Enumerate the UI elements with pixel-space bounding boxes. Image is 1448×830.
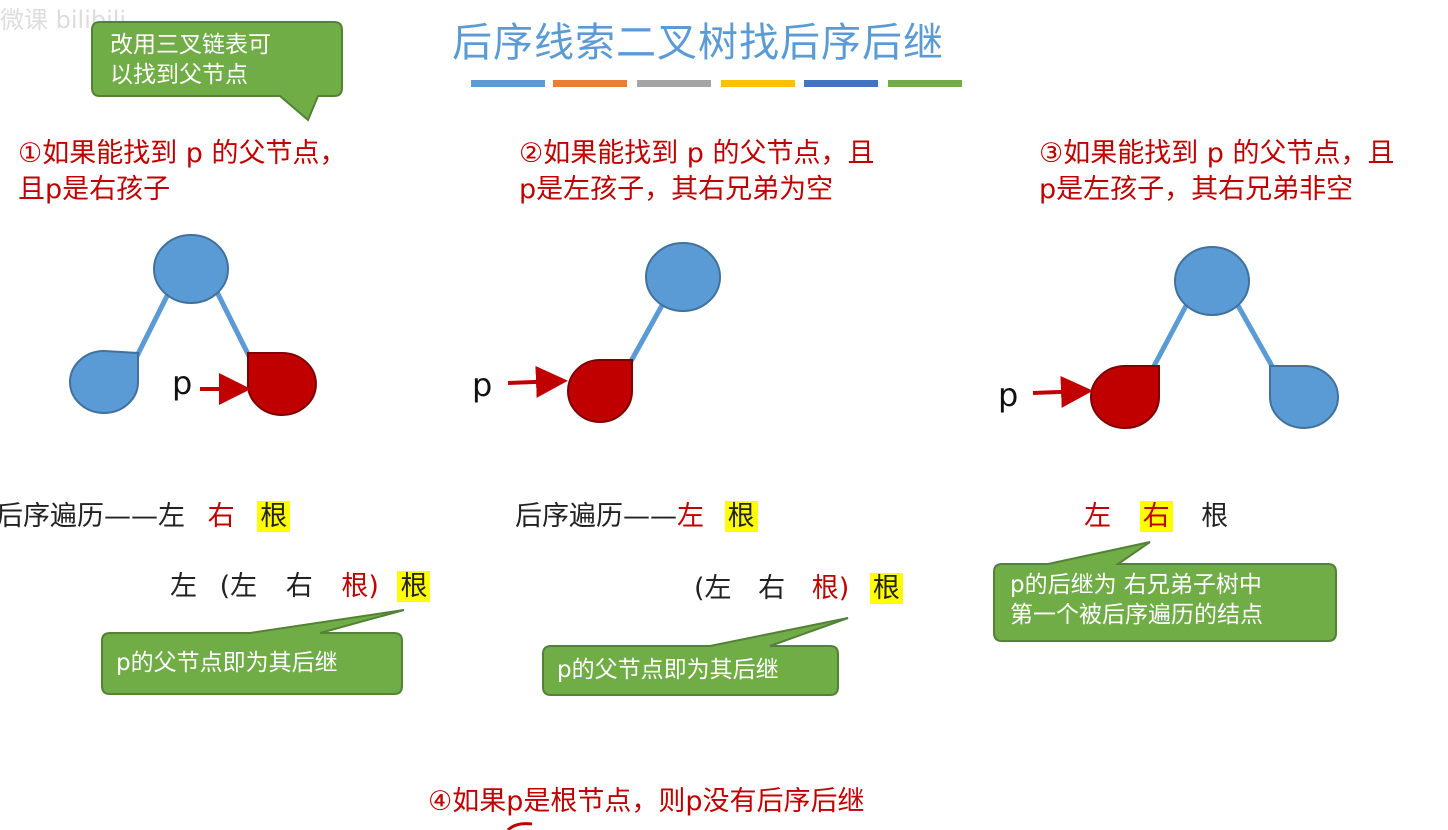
- case1-callout: p的父节点即为其后继: [116, 650, 338, 676]
- case3-seq-root: 根: [1201, 501, 1229, 532]
- case1-description: ①如果能找到 p 的父节点， 且p是右孩子: [18, 136, 347, 208]
- top-callout: 改用三叉链表可 以找到父节点: [110, 30, 271, 90]
- case3-seq-left: 左: [1084, 501, 1111, 532]
- case1-expand-left: 左: [170, 571, 197, 602]
- case1-tree: [69, 234, 317, 416]
- case3-line1: ③如果能找到 p 的父节点，且: [1039, 138, 1395, 169]
- divider-bar-orange: [553, 80, 627, 87]
- case2-expand-open: (左: [694, 573, 732, 604]
- top-callout-line2: 以找到父节点: [110, 62, 248, 88]
- case2-description: ②如果能找到 p 的父节点，且 p是左孩子，其右兄弟为空: [519, 136, 875, 208]
- case1-line1: ①如果能找到 p 的父节点，: [18, 138, 347, 169]
- case2-seq-left: 左: [677, 501, 704, 532]
- case3-description: ③如果能找到 p 的父节点，且 p是左孩子，其右兄弟非空: [1039, 136, 1395, 208]
- case3-postorder-sequence: 左 右 根: [1084, 494, 1228, 533]
- case1-left-child-node: [69, 349, 139, 414]
- case3-line2: p是左孩子，其右兄弟非空: [1039, 174, 1354, 205]
- case2-line1: ②如果能找到 p 的父节点，且: [519, 138, 875, 169]
- case2-expand-root: 根): [811, 573, 850, 604]
- case3-callout-line1: p的后继为 右兄弟子树中: [1010, 572, 1262, 598]
- case3-root-node: [1174, 246, 1250, 316]
- case1-expanded-sequence: 左 (左 右 根) 根: [170, 564, 431, 603]
- top-callout-bubble: [91, 21, 343, 122]
- case1-expand-final-root: 根: [397, 571, 431, 602]
- case1-edge-right: [213, 288, 253, 360]
- divider-bar-darkblue: [804, 80, 878, 87]
- case3-callout-bubble: [993, 541, 1337, 642]
- case2-p-arrow: [507, 365, 568, 398]
- case3-callout: p的后继为 右兄弟子树中 第一个被后序遍历的结点: [1010, 570, 1263, 630]
- case1-callout-bubble: [101, 609, 405, 695]
- case3-tree: [1032, 246, 1339, 429]
- case2-line2: p是左孩子，其右兄弟为空: [519, 174, 834, 205]
- bottom-red-mark: [506, 822, 533, 830]
- divider-bar-blue: [471, 80, 545, 87]
- case3-edge-left: [1151, 300, 1191, 368]
- divider-bar-gray: [637, 80, 711, 87]
- case1-expand-right: 右: [285, 571, 313, 602]
- case3-right-sibling-node: [1269, 364, 1339, 429]
- case1-seq-root: 根: [257, 501, 291, 532]
- case1-edge-left: [133, 288, 173, 360]
- case3-callout-line2: 第一个被后序遍历的结点: [1010, 602, 1263, 628]
- case1-p-node: [246, 351, 317, 416]
- case1-root-node: [153, 234, 229, 304]
- case3-p-label: p: [998, 376, 1019, 414]
- page-title: 后序线索二叉树找后序后继: [452, 20, 944, 66]
- case3-edge-right: [1233, 300, 1275, 368]
- case1-p-label: p: [172, 364, 193, 402]
- case1-postorder-sequence: 后序遍历——左 右 根: [0, 494, 291, 533]
- case4-description: ④如果p是根节点，则p没有后序后继: [428, 786, 865, 817]
- case3-seq-right: 右: [1139, 501, 1173, 532]
- case2-seq-prefix: 后序遍历——: [515, 501, 677, 532]
- divider-bar-yellow: [721, 80, 795, 87]
- case2-edge: [627, 298, 668, 365]
- case2-callout: p的父节点即为其后继: [557, 657, 779, 683]
- case1-line2: 且p是右孩子: [18, 174, 171, 205]
- case2-postorder-sequence: 后序遍历——左 根: [515, 494, 758, 533]
- case3-p-arrow: [1032, 375, 1093, 408]
- case1-seq-right: 右: [207, 501, 235, 532]
- case2-root-node: [645, 242, 721, 312]
- case1-expand-root: 根): [341, 571, 379, 602]
- case1-expand-open: (左: [219, 571, 258, 602]
- case2-seq-root: 根: [724, 501, 758, 532]
- divider-bar-green: [888, 80, 962, 87]
- case2-p-label: p: [472, 366, 493, 404]
- case1-seq-prefix: 后序遍历——左: [0, 501, 185, 532]
- case2-expand-right: 右: [758, 573, 786, 604]
- case2-tree: [507, 242, 721, 423]
- case2-expanded-sequence: (左 右 根) 根: [694, 566, 903, 605]
- case2-callout-bubble: [542, 617, 849, 696]
- case2-expand-final-root: 根: [869, 573, 903, 604]
- case3-p-node: [1090, 365, 1160, 429]
- case2-p-node: [567, 359, 633, 423]
- top-callout-line1: 改用三叉链表可: [110, 32, 271, 58]
